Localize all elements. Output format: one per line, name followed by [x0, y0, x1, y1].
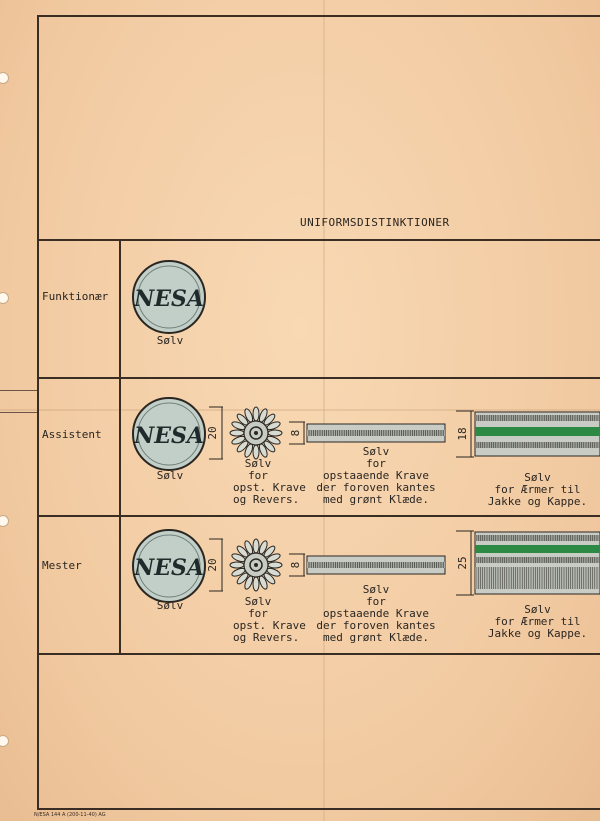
sleeve-stripe-icon: [474, 411, 600, 457]
row-label-mester: Mester: [42, 559, 82, 572]
svg-text:20: 20: [206, 558, 219, 571]
collar-caption: Sølv for opstaaende Krave der foroven ka…: [316, 445, 436, 506]
dimension-marker: 20: [206, 406, 223, 460]
punch-hole: [0, 72, 9, 84]
nesa-badge-icon: NESA: [132, 260, 206, 334]
punch-hole: [0, 735, 9, 747]
punch-hole: [0, 515, 9, 527]
badge-caption: Sølv: [156, 469, 184, 482]
form-number: N/ESA 144 A (200-11-40) AG: [34, 812, 106, 818]
svg-text:NESA: NESA: [133, 555, 204, 581]
table-rule: [37, 377, 600, 379]
dimension-marker: 8: [289, 421, 305, 445]
document-title: UNIFORMSDISTINKTIONER: [300, 216, 450, 229]
row-label-funktionaer: Funktionær: [42, 290, 109, 303]
margin-rule: [0, 412, 37, 413]
svg-text:NESA: NESA: [133, 423, 204, 449]
svg-text:25: 25: [456, 556, 469, 569]
sleeve-stripe-icon: [474, 531, 600, 595]
star-rosette-icon: [229, 538, 283, 592]
frame-border-left: [37, 15, 39, 810]
frame-border-bottom: [37, 808, 600, 810]
dimension-marker: 25: [456, 530, 474, 596]
collar-braid-icon: [306, 555, 446, 575]
fold-crease-horizontal: [0, 409, 600, 411]
collar-braid-icon: [306, 423, 446, 443]
star-caption: Sølv for opst. Krave og Revers.: [233, 457, 306, 506]
svg-text:8: 8: [289, 430, 302, 437]
dimension-marker: 8: [289, 553, 305, 577]
row-label-assistent: Assistent: [42, 428, 102, 441]
star-rosette-icon: [229, 406, 283, 460]
svg-text:NESA: NESA: [133, 286, 204, 312]
nesa-badge-icon: NESA: [132, 529, 206, 603]
punch-hole: [0, 292, 9, 304]
table-rule: [37, 653, 600, 655]
table-column-divider: [119, 240, 121, 655]
dimension-marker: 20: [206, 538, 223, 592]
sleeve-caption: Sølv for Ærmer til Jakke og Kappe.: [487, 471, 588, 508]
frame-border-top: [37, 15, 600, 17]
badge-caption: Sølv: [156, 334, 184, 347]
nesa-badge-icon: NESA: [132, 397, 206, 471]
table-rule: [37, 515, 600, 517]
star-caption: Sølv for opst. Krave og Revers.: [233, 595, 306, 644]
badge-caption: Sølv: [156, 599, 184, 612]
dimension-marker: 18: [456, 410, 474, 458]
svg-text:8: 8: [289, 562, 302, 569]
sleeve-caption: Sølv for Ærmer til Jakke og Kappe.: [487, 603, 588, 640]
collar-caption: Sølv for opstaaende Krave der foroven ka…: [316, 583, 436, 644]
margin-rule: [0, 390, 37, 391]
table-rule: [37, 239, 600, 241]
svg-text:18: 18: [456, 427, 469, 440]
svg-text:20: 20: [206, 426, 219, 439]
fold-crease-vertical: [323, 0, 325, 821]
